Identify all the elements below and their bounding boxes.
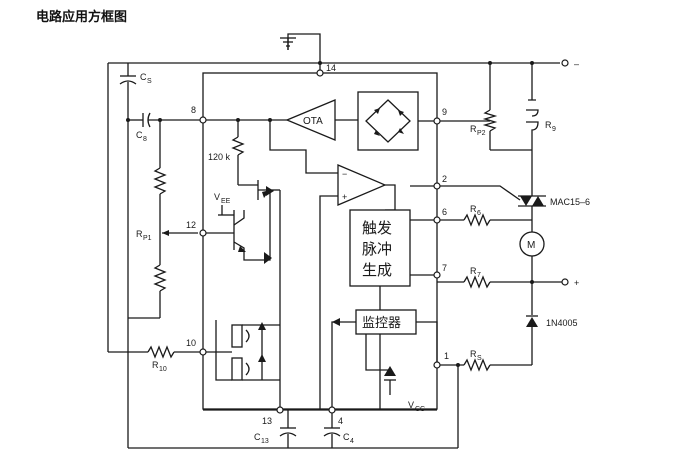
svg-text:S: S: [147, 78, 152, 85]
vcc-label: V: [408, 400, 414, 410]
plus-terminal: [561, 278, 569, 286]
resistor-r10: R 10: [107, 62, 203, 373]
resistor-r9: R 9: [526, 99, 556, 150]
pin-2: [433, 182, 441, 190]
trigger-label-line3: 生成: [362, 261, 392, 279]
svg-text:7: 7: [442, 263, 447, 273]
svg-text:8: 8: [143, 136, 147, 143]
diode-1n4005: 1N4005: [526, 282, 578, 365]
svg-text:4: 4: [350, 438, 354, 445]
c8-label: C: [136, 130, 143, 140]
svg-text:−: −: [342, 169, 347, 179]
pin-12: [199, 229, 207, 237]
plus-label: +: [574, 278, 579, 288]
svg-text:P1: P1: [143, 235, 152, 242]
r7-label: R: [470, 266, 477, 276]
r9-label: R: [545, 120, 552, 130]
r6-label: R: [470, 204, 477, 214]
pin-1: [433, 361, 441, 369]
rp1-label: R: [136, 229, 143, 239]
minus-terminal: [561, 59, 569, 67]
bridge-rectifier: [357, 91, 437, 151]
svg-text:13: 13: [261, 438, 269, 445]
c4-label: C: [343, 432, 350, 442]
monitor-label: 监控器: [362, 316, 401, 331]
pin-9: [433, 117, 441, 125]
trigger-label-line2: 脉冲: [362, 240, 392, 258]
top-rail: –: [127, 59, 579, 110]
resistor-rs: R S: [437, 349, 532, 448]
svg-text:10: 10: [159, 366, 167, 373]
svg-text:9: 9: [442, 107, 447, 117]
svg-text:13: 13: [262, 416, 272, 426]
pin-4: [328, 406, 336, 414]
motor: M +: [519, 206, 579, 288]
svg-text:6: 6: [477, 210, 481, 217]
resistor-r7: R 7: [437, 266, 532, 289]
pin-13: [276, 406, 284, 414]
triac-label: MAC15–6: [550, 197, 590, 207]
trigger-label-line1: 触发: [362, 219, 392, 237]
comparator-opamp: − +: [269, 120, 396, 410]
switch-array: [203, 320, 280, 381]
svg-text:1: 1: [444, 351, 449, 361]
pin-10: [199, 348, 207, 356]
rs-label: R: [470, 349, 477, 359]
r120k-label: 120 k: [208, 152, 231, 162]
pin-6: [433, 216, 441, 224]
svg-text:P2: P2: [477, 130, 486, 137]
svg-text:2: 2: [442, 174, 447, 184]
ota-amplifier: OTA: [285, 99, 358, 141]
svg-text:4: 4: [338, 416, 343, 426]
svg-text:S: S: [477, 355, 482, 362]
vee-label: V: [214, 192, 220, 202]
svg-text:EE: EE: [221, 198, 231, 205]
svg-text:6: 6: [442, 207, 447, 217]
capacitor-c8: C 8: [126, 112, 203, 143]
vcc-label-group: V CC: [408, 400, 425, 413]
cs-label: C: [140, 72, 147, 82]
svg-text:+: +: [342, 192, 347, 202]
capacitor-c13: C 13: [254, 410, 297, 448]
monitor-block: 监控器: [331, 286, 438, 410]
trigger-pulse-generator: 触发 脉冲 生成: [349, 185, 437, 287]
potentiometer-rp2: R P2: [470, 109, 532, 151]
ground-symbol: [280, 33, 321, 63]
svg-text:9: 9: [552, 126, 556, 133]
ic-pins: 14 8 9 2 6 12 7 10 1 13 4: [186, 63, 449, 426]
svg-text:14: 14: [326, 63, 336, 73]
pin-7: [433, 271, 441, 279]
svg-text:8: 8: [191, 105, 196, 115]
pin-14: [316, 69, 324, 77]
r10-label: R: [152, 360, 159, 370]
transistor-array: 120 k V EE: [203, 120, 281, 410]
pin-8: [199, 116, 207, 124]
svg-text:7: 7: [477, 272, 481, 279]
minus-label: –: [574, 59, 579, 69]
potentiometer-rp1: R P1: [128, 118, 198, 319]
svg-text:12: 12: [186, 220, 196, 230]
diode-label: 1N4005: [546, 318, 578, 328]
capacitor-cs: C S: [119, 70, 152, 120]
c13-label: C: [254, 432, 261, 442]
rp2-label: R: [470, 124, 477, 134]
diagram-title: 电路应用方框图: [36, 10, 128, 25]
resistor-r6: R 6: [437, 204, 532, 227]
motor-label: M: [527, 240, 535, 251]
svg-text:10: 10: [186, 338, 196, 348]
ota-label: OTA: [303, 116, 323, 127]
triac-mac15: MAC15–6: [518, 150, 590, 207]
